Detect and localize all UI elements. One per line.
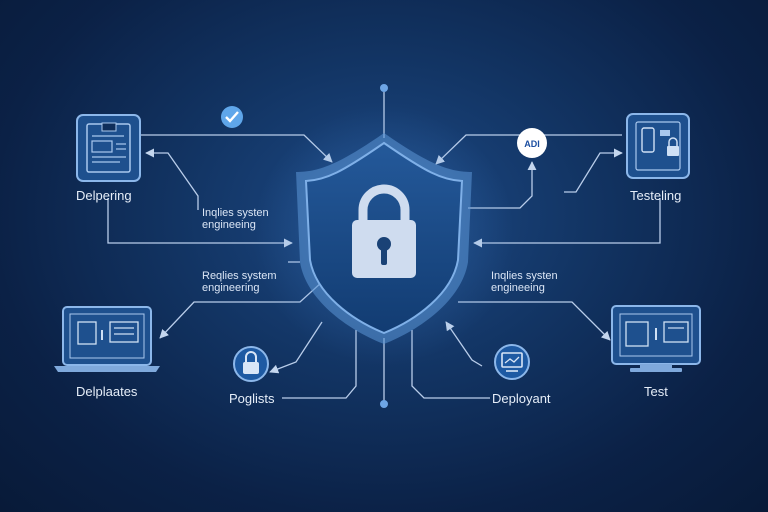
desktop-monitor-icon[interactable] xyxy=(611,305,701,372)
annotation-low-left-1: Reqlies system xyxy=(202,270,277,282)
phone-lock-tablet-icon[interactable] xyxy=(626,113,690,179)
annotation-low-left-2: engineering xyxy=(202,282,260,294)
shield-padlock-icon xyxy=(296,133,472,344)
connector-to-bottom-right xyxy=(458,301,611,341)
node-label-poglists: Poglists xyxy=(229,391,275,406)
laptop-icon[interactable] xyxy=(54,306,160,372)
monitor-circle-icon[interactable] xyxy=(494,344,530,380)
annotation-mid-right-1: Inqlies systen xyxy=(491,270,558,282)
document-monitor-icon[interactable] xyxy=(76,114,141,182)
connector-top-right-side xyxy=(564,148,623,193)
node-label-top-left: Delpering xyxy=(76,188,132,203)
connector-top-right-lower xyxy=(473,198,661,248)
node-label-bottom-left: Delplaates xyxy=(76,384,138,399)
annotation-mid-left-2: engineeing xyxy=(202,219,256,231)
annotation-mid-right-2: engineeing xyxy=(491,282,545,294)
annotation-mid-left-1: Inqlies systen xyxy=(202,207,269,219)
adi-badge: ADI xyxy=(517,128,547,158)
check-circle-icon xyxy=(221,106,243,128)
adi-badge-text: ADI xyxy=(524,139,540,149)
lock-circle-icon[interactable] xyxy=(233,346,269,382)
connector-dot-bottom xyxy=(380,400,388,408)
node-label-bottom-right: Test xyxy=(644,384,668,399)
connector-top-left-lower xyxy=(107,198,293,248)
connector-dot-top xyxy=(380,84,388,92)
connector-top-left-loop xyxy=(145,148,199,210)
node-label-top-right: Testeling xyxy=(630,188,682,203)
node-label-deployant: Deployant xyxy=(492,391,551,406)
